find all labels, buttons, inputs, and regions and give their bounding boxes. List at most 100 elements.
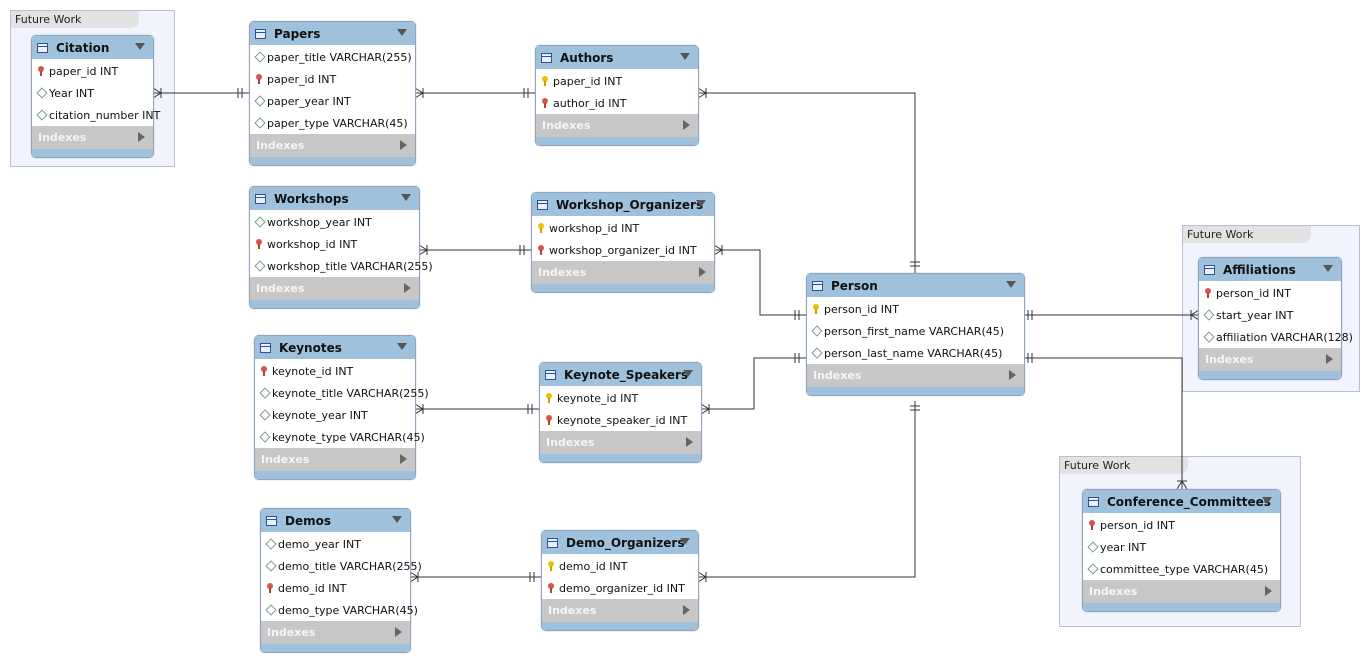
indexes-section[interactable]: Indexes xyxy=(1083,580,1280,603)
expand-arrow-icon[interactable] xyxy=(686,437,693,447)
column-row[interactable]: paper_id INT xyxy=(250,68,415,90)
expand-arrow-icon[interactable] xyxy=(138,132,145,142)
column-row[interactable]: workshop_year INT xyxy=(250,211,419,233)
collapse-arrow-icon[interactable] xyxy=(1323,265,1333,272)
column-row[interactable]: paper_title VARCHAR(255) xyxy=(250,46,415,68)
column-row[interactable]: demo_title VARCHAR(255) xyxy=(261,555,422,577)
column-label: person_id INT xyxy=(1216,286,1291,300)
collapse-arrow-icon[interactable] xyxy=(401,194,411,201)
foreign-key-icon xyxy=(260,366,269,376)
indexes-section[interactable]: Indexes xyxy=(542,599,698,622)
collapse-arrow-icon[interactable] xyxy=(397,29,407,36)
indexes-section[interactable]: Indexes xyxy=(261,621,410,644)
indexes-section[interactable]: Indexes xyxy=(255,448,415,471)
indexes-section[interactable]: Indexes xyxy=(540,431,701,454)
expand-arrow-icon[interactable] xyxy=(683,605,690,615)
column-label: demo_id INT xyxy=(559,559,628,573)
indexes-section[interactable]: Indexes xyxy=(32,126,153,149)
column-diamond-icon xyxy=(255,96,264,106)
entity-conference-committees[interactable]: Conference_Committees person_id INT year… xyxy=(1082,489,1281,612)
entity-title: Workshops xyxy=(274,191,349,206)
column-row[interactable]: paper_year INT xyxy=(250,90,415,112)
indexes-section[interactable]: Indexes xyxy=(536,114,698,137)
expand-arrow-icon[interactable] xyxy=(683,120,690,130)
entity-citation[interactable]: Citation paper_id INT Year INT citation_… xyxy=(31,35,160,158)
expand-arrow-icon[interactable] xyxy=(400,454,407,464)
column-row[interactable]: demo_id INT xyxy=(261,577,410,599)
column-label: workshop_title VARCHAR(255) xyxy=(267,259,433,273)
entity-demos[interactable]: Demos demo_year INT demo_title VARCHAR(2… xyxy=(260,508,422,653)
column-row[interactable]: workshop_id INT xyxy=(250,233,419,255)
entity-workshops[interactable]: Workshops workshop_year INT workshop_id … xyxy=(249,186,433,309)
column-row[interactable]: start_year INT xyxy=(1199,304,1341,326)
entity-papers[interactable]: Papers paper_title VARCHAR(255) paper_id… xyxy=(249,21,416,166)
entity-keynote-speakers[interactable]: Keynote_Speakers keynote_id INT keynote_… xyxy=(539,362,702,463)
column-row[interactable]: person_id INT xyxy=(1199,282,1341,304)
collapse-arrow-icon[interactable] xyxy=(1006,281,1016,288)
entity-footer xyxy=(1199,371,1341,379)
collapse-arrow-icon[interactable] xyxy=(135,43,145,50)
expand-arrow-icon[interactable] xyxy=(1265,586,1272,596)
column-row[interactable]: affiliation VARCHAR(128) xyxy=(1199,326,1353,348)
entity-person[interactable]: Person person_id INT person_first_name V… xyxy=(806,273,1025,396)
expand-arrow-icon[interactable] xyxy=(400,140,407,150)
column-row[interactable]: keynote_speaker_id INT xyxy=(540,409,701,431)
column-row[interactable]: workshop_id INT xyxy=(532,217,714,239)
indexes-section[interactable]: Indexes xyxy=(532,261,714,284)
column-label: paper_id INT xyxy=(267,72,337,86)
column-label: affiliation VARCHAR(128) xyxy=(1216,330,1353,344)
entity-affiliations[interactable]: Affiliations person_id INT start_year IN… xyxy=(1198,257,1353,380)
collapse-arrow-icon[interactable] xyxy=(397,343,407,350)
column-row[interactable]: person_first_name VARCHAR(45) xyxy=(807,320,1024,342)
column-diamond-icon xyxy=(255,261,264,271)
column-label: paper_type VARCHAR(45) xyxy=(267,116,408,130)
collapse-arrow-icon[interactable] xyxy=(680,538,690,545)
column-row[interactable]: demo_id INT xyxy=(542,555,698,577)
indexes-section[interactable]: Indexes xyxy=(1199,348,1341,371)
column-row[interactable]: demo_type VARCHAR(45) xyxy=(261,599,418,621)
indexes-label: Indexes xyxy=(542,119,591,132)
column-row[interactable]: committee_type VARCHAR(45) xyxy=(1083,558,1280,580)
table-icon xyxy=(1204,264,1215,275)
column-row[interactable]: keynote_id INT xyxy=(255,360,415,382)
foreign-key-icon xyxy=(255,74,264,84)
expand-arrow-icon[interactable] xyxy=(699,267,706,277)
column-row[interactable]: author_id INT xyxy=(536,92,698,114)
expand-arrow-icon[interactable] xyxy=(1009,370,1016,380)
column-row[interactable]: citation_number INT xyxy=(32,104,160,126)
collapse-arrow-icon[interactable] xyxy=(680,53,690,60)
column-row[interactable]: keynote_type VARCHAR(45) xyxy=(255,426,425,448)
column-label: year INT xyxy=(1100,540,1147,554)
column-row[interactable]: paper_type VARCHAR(45) xyxy=(250,112,415,134)
collapse-arrow-icon[interactable] xyxy=(392,516,402,523)
column-row[interactable]: paper_id INT xyxy=(32,60,153,82)
column-row[interactable]: keynote_id INT xyxy=(540,387,701,409)
collapse-arrow-icon[interactable] xyxy=(683,370,693,377)
entity-demo-organizers[interactable]: Demo_Organizers demo_id INT demo_organiz… xyxy=(541,530,699,631)
column-row[interactable]: paper_id INT xyxy=(536,70,698,92)
column-row[interactable]: keynote_title VARCHAR(255) xyxy=(255,382,429,404)
collapse-arrow-icon[interactable] xyxy=(696,200,706,207)
entity-workshop-organizers[interactable]: Workshop_Organizers workshop_id INT work… xyxy=(531,192,715,293)
entity-authors[interactable]: Authors paper_id INT author_id INT Index… xyxy=(535,45,699,146)
indexes-section[interactable]: Indexes xyxy=(807,364,1024,387)
column-row[interactable]: workshop_title VARCHAR(255) xyxy=(250,255,433,277)
indexes-section[interactable]: Indexes xyxy=(250,134,415,157)
column-row[interactable]: demo_year INT xyxy=(261,533,410,555)
column-row[interactable]: person_id INT xyxy=(1083,514,1280,536)
column-row[interactable]: workshop_organizer_id INT xyxy=(532,239,714,261)
column-row[interactable]: year INT xyxy=(1083,536,1280,558)
expand-arrow-icon[interactable] xyxy=(395,627,402,637)
column-row[interactable]: person_last_name VARCHAR(45) xyxy=(807,342,1024,364)
column-row[interactable]: keynote_year INT xyxy=(255,404,415,426)
column-row[interactable]: Year INT xyxy=(32,82,153,104)
expand-arrow-icon[interactable] xyxy=(404,283,411,293)
column-row[interactable]: person_id INT xyxy=(807,298,1024,320)
foreign-key-icon xyxy=(37,66,46,76)
expand-arrow-icon[interactable] xyxy=(1326,354,1333,364)
column-diamond-icon xyxy=(1204,310,1213,320)
entity-keynotes[interactable]: Keynotes keynote_id INT keynote_title VA… xyxy=(254,335,429,480)
indexes-section[interactable]: Indexes xyxy=(250,277,419,300)
collapse-arrow-icon[interactable] xyxy=(1262,497,1272,504)
column-row[interactable]: demo_organizer_id INT xyxy=(542,577,698,599)
